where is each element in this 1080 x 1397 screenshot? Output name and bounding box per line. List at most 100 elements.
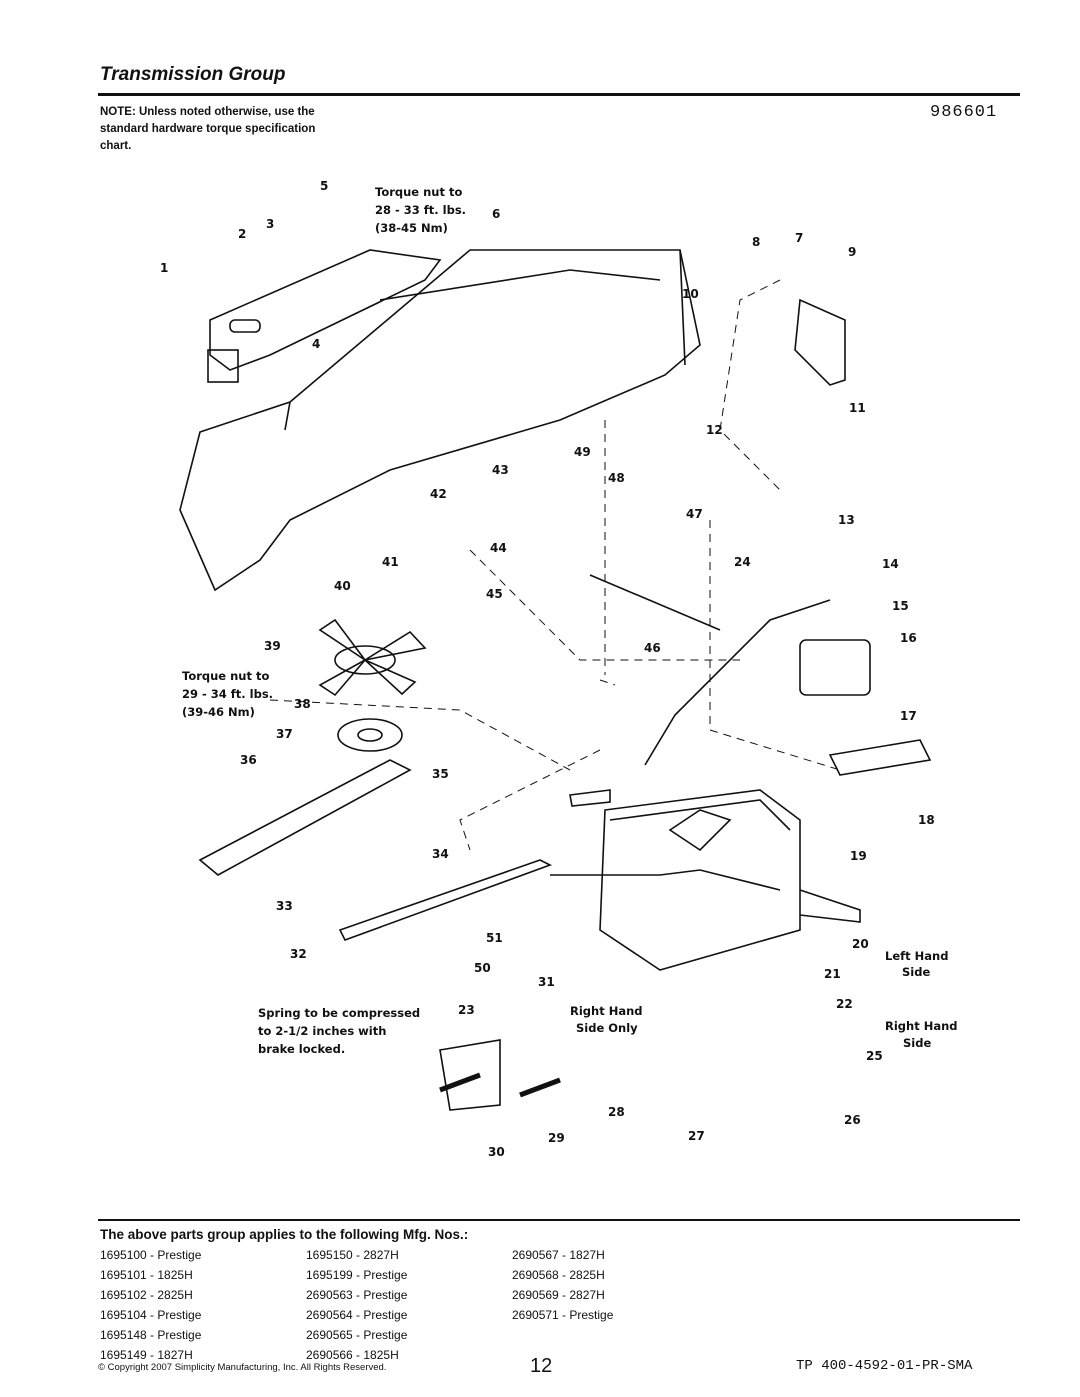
svg-text:47: 47 <box>686 507 703 521</box>
mfg-number: 1695150 - 2827H <box>306 1248 399 1262</box>
mfg-number: 2690566 - 1825H <box>306 1348 399 1362</box>
svg-text:(38-45 Nm): (38-45 Nm) <box>375 221 448 235</box>
svg-text:9: 9 <box>848 245 856 259</box>
mfg-number: 2690567 - 1827H <box>512 1248 605 1262</box>
svg-text:Torque nut to: Torque nut to <box>375 185 462 199</box>
svg-text:Side: Side <box>902 965 930 979</box>
rear-plate <box>209 249 442 371</box>
mfg-number: 1695100 - Prestige <box>100 1248 202 1262</box>
mfg-number: 2690571 - Prestige <box>512 1308 614 1322</box>
torque-note-upper: Torque nut to 28 - 33 ft. lbs. (38-45 Nm… <box>375 185 466 235</box>
diagram-number: 986601 <box>930 103 998 122</box>
svg-text:Torque nut to: Torque nut to <box>182 669 269 683</box>
svg-text:46: 46 <box>644 641 661 655</box>
svg-text:24: 24 <box>734 555 751 569</box>
copyright-notice: © Copyright 2007 Simplicity Manufacturin… <box>98 1362 387 1373</box>
torque-note-lower: Torque nut to 29 - 34 ft. lbs. (39-46 Nm… <box>182 669 273 719</box>
svg-text:15: 15 <box>892 599 909 613</box>
svg-text:(39-46 Nm): (39-46 Nm) <box>182 705 255 719</box>
svg-text:19: 19 <box>850 849 867 863</box>
torque-note: NOTE: Unless noted otherwise, use the st… <box>100 106 316 152</box>
svg-text:Left Hand: Left Hand <box>885 949 948 963</box>
svg-text:10: 10 <box>682 287 699 301</box>
svg-text:Spring to be compressed: Spring to be compressed <box>258 1006 420 1020</box>
svg-text:18: 18 <box>918 813 935 827</box>
svg-text:34: 34 <box>432 847 449 861</box>
svg-text:16: 16 <box>900 631 917 645</box>
svg-text:7: 7 <box>795 231 803 245</box>
exploded-parts-diagram: Torque nut to 28 - 33 ft. lbs. (38-45 Nm… <box>160 179 958 1159</box>
svg-text:43: 43 <box>492 463 509 477</box>
svg-text:Right Hand: Right Hand <box>885 1019 958 1033</box>
svg-text:3: 3 <box>266 217 274 231</box>
svg-text:51: 51 <box>486 931 503 945</box>
svg-text:12: 12 <box>706 423 723 437</box>
svg-text:brake locked.: brake locked. <box>258 1042 345 1056</box>
svg-text:20: 20 <box>852 937 869 951</box>
svg-text:17: 17 <box>900 709 917 723</box>
svg-text:50: 50 <box>474 961 491 975</box>
svg-text:40: 40 <box>334 579 351 593</box>
svg-text:38: 38 <box>294 697 311 711</box>
svg-text:21: 21 <box>824 967 841 981</box>
mfg-number: 1695149 - 1827H <box>100 1348 193 1362</box>
svg-text:41: 41 <box>382 555 399 569</box>
svg-text:6: 6 <box>492 207 500 221</box>
svg-text:5: 5 <box>320 179 328 193</box>
mfg-number: 2690565 - Prestige <box>306 1328 408 1342</box>
svg-text:Side Only: Side Only <box>576 1021 638 1035</box>
svg-text:22: 22 <box>836 997 853 1011</box>
mfg-number: 2690568 - 2825H <box>512 1268 605 1282</box>
svg-text:33: 33 <box>276 899 293 913</box>
svg-text:49: 49 <box>574 445 591 459</box>
svg-text:13: 13 <box>838 513 855 527</box>
control-rod <box>589 574 721 631</box>
svg-text:25: 25 <box>866 1049 883 1063</box>
pulley <box>337 718 403 752</box>
mfg-number: 2690569 - 2827H <box>512 1288 605 1302</box>
page-number: 12 <box>530 1355 553 1377</box>
mfg-number: 2690563 - Prestige <box>306 1288 408 1302</box>
mfg-number: 1695101 - 1825H <box>100 1268 193 1282</box>
callout-labels: 1 2 3 4 5 6 7 8 9 10 11 12 13 14 15 16 1… <box>160 179 935 1159</box>
applies-heading: The above parts group applies to the fol… <box>100 1227 469 1242</box>
title-rule <box>98 93 1020 96</box>
left-hand-side-note: Left Hand Side <box>885 949 948 979</box>
svg-text:35: 35 <box>432 767 449 781</box>
svg-text:48: 48 <box>608 471 625 485</box>
applies-rule <box>98 1219 1020 1221</box>
svg-text:23: 23 <box>458 1003 475 1017</box>
document-code: TP 400-4592-01-PR-SMA <box>796 1358 973 1374</box>
oil-reservoir <box>799 639 871 696</box>
frame <box>179 249 701 592</box>
mfg-number: 1695199 - Prestige <box>306 1268 408 1282</box>
svg-text:42: 42 <box>430 487 447 501</box>
svg-text:Side: Side <box>903 1036 931 1050</box>
svg-text:1: 1 <box>160 261 168 275</box>
svg-text:11: 11 <box>849 401 866 415</box>
svg-text:8: 8 <box>752 235 760 249</box>
svg-text:2: 2 <box>238 227 246 241</box>
svg-text:37: 37 <box>276 727 293 741</box>
page-title: Transmission Group <box>100 64 286 85</box>
spring-note: Spring to be compressed to 2-1/2 inches … <box>258 1006 420 1056</box>
svg-text:39: 39 <box>264 639 281 653</box>
svg-text:30: 30 <box>488 1145 505 1159</box>
mfg-number: 2690564 - Prestige <box>306 1308 408 1322</box>
svg-text:31: 31 <box>538 975 555 989</box>
svg-text:28: 28 <box>608 1105 625 1119</box>
mfg-number-table: 1695100 - Prestige 1695150 - 2827H 26905… <box>100 1246 718 1364</box>
brake-rod <box>550 869 781 891</box>
svg-text:32: 32 <box>290 947 307 961</box>
svg-text:44: 44 <box>490 541 507 555</box>
svg-text:to 2-1/2 inches with: to 2-1/2 inches with <box>258 1024 386 1038</box>
cooling-fan <box>318 618 427 697</box>
svg-text:29: 29 <box>548 1131 565 1145</box>
mfg-number: 1695102 - 2825H <box>100 1288 193 1302</box>
svg-text:4: 4 <box>312 337 320 351</box>
svg-text:14: 14 <box>882 557 899 571</box>
svg-text:Right Hand: Right Hand <box>570 1004 643 1018</box>
svg-text:36: 36 <box>240 753 257 767</box>
mfg-number <box>512 1326 718 1344</box>
mfg-number: 1695148 - Prestige <box>100 1328 202 1342</box>
